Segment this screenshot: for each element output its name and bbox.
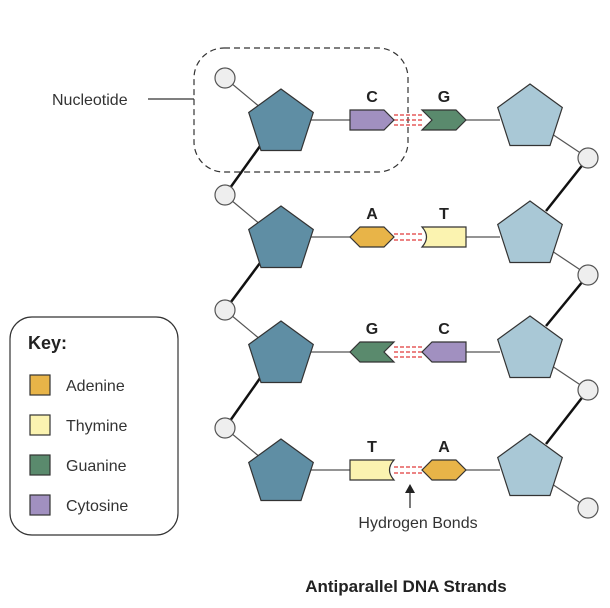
nucleotide-outline: [193, 47, 409, 173]
guanine-base: [420, 109, 467, 131]
right-phosphate: [577, 379, 599, 401]
left-phosphate: [214, 417, 236, 439]
phosphates-layer: [214, 67, 599, 519]
guanine-base: [349, 341, 396, 363]
adenine-base: [349, 226, 395, 248]
key-item-label: Thymine: [66, 418, 127, 435]
diagram-title: Antiparallel DNA Strands: [305, 577, 507, 596]
key-swatch: [29, 494, 51, 516]
right-phosphate: [577, 264, 599, 286]
right-backbone-bond: [545, 274, 589, 327]
right-sugar: [496, 315, 564, 379]
thymine-base: [420, 226, 467, 248]
right-phosphate: [577, 147, 599, 169]
key-item-label: Adenine: [66, 378, 125, 395]
key-swatch: [29, 454, 51, 476]
right-base-letter: T: [439, 206, 449, 223]
right-sugar: [496, 200, 564, 264]
left-phosphate: [214, 299, 236, 321]
left-phosphate: [214, 184, 236, 206]
left-sugar: [247, 320, 315, 384]
left-base-letter: G: [366, 321, 378, 338]
right-base-letter: G: [438, 89, 450, 106]
cytosine-base: [421, 341, 467, 363]
key-item-label: Guanine: [66, 458, 127, 475]
right-base-letter: C: [438, 321, 450, 338]
key-title: Key:: [28, 333, 67, 353]
right-sugar: [496, 433, 564, 497]
left-backbone-bond: [223, 258, 265, 311]
bases-layer: [349, 109, 467, 481]
thymine-base: [349, 459, 396, 481]
right-backbone-bond: [545, 389, 589, 445]
letters-layer: C G A T G C T A: [366, 89, 450, 456]
left-backbone-bond: [223, 373, 265, 429]
right-phosphate: [577, 497, 599, 519]
left-sugar: [247, 88, 315, 152]
right-sugar: [496, 83, 564, 147]
key-item-label: Cytosine: [66, 498, 128, 515]
right-base-letter: A: [438, 439, 450, 456]
key-swatch: [29, 374, 51, 396]
left-phosphate: [214, 67, 236, 89]
cytosine-base: [349, 109, 395, 131]
key-swatch: [29, 414, 51, 436]
left-base-letter: C: [366, 89, 378, 106]
sugars-layer: [247, 83, 564, 502]
rungs-layer: [311, 114, 500, 474]
left-sugar: [247, 438, 315, 502]
hydrogen-bonds-label: Hydrogen Bonds: [358, 515, 477, 532]
key-box: [9, 316, 179, 536]
left-base-letter: T: [367, 439, 377, 456]
left-backbone-bond: [223, 141, 265, 196]
left-sugar: [247, 205, 315, 269]
left-base-letter: A: [366, 206, 378, 223]
adenine-base: [421, 459, 467, 481]
hbond-arrow-head: [405, 484, 415, 493]
right-backbone-bond: [545, 157, 589, 212]
nucleotide-label: Nucleotide: [52, 92, 128, 109]
